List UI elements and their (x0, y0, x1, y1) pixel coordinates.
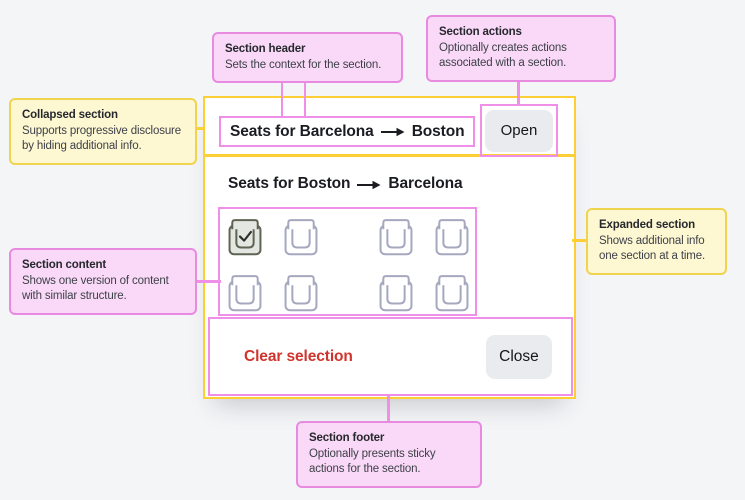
seat[interactable] (281, 273, 321, 313)
callout-title: Section header (225, 43, 306, 55)
clear-selection-button[interactable]: Clear selection (244, 347, 353, 365)
callout-title: Expanded section (599, 219, 696, 231)
callout-body: Optionally presents sticky actions for t… (309, 447, 436, 476)
seat-icon (435, 275, 469, 312)
connector-section-actions (517, 77, 520, 105)
connector-section-footer (387, 393, 390, 422)
seat[interactable] (432, 273, 472, 313)
callout-title: Section footer (309, 432, 385, 444)
section-content-outline (218, 207, 477, 316)
section-header-outline: Seats for Barcelona Boston (219, 116, 476, 147)
seat-row (225, 273, 475, 313)
callout-section-actions: Section actions Optionally creates actio… (426, 15, 616, 82)
check-icon (238, 230, 252, 242)
seat-icon (379, 219, 413, 256)
section-divider-line (203, 154, 576, 157)
callout-section-footer: Section footer Optionally presents stick… (296, 421, 482, 488)
callout-body: Supports progressive disclosure by hidin… (22, 124, 181, 153)
connector-collapsed-section (195, 127, 205, 130)
seat-icon (435, 219, 469, 256)
aisle-spacer (337, 273, 376, 313)
seat[interactable] (376, 217, 416, 257)
callout-body: Optionally creates actions associated wi… (439, 41, 567, 70)
callout-title: Collapsed section (22, 109, 118, 121)
callout-body: Shows additional info one section at a t… (599, 234, 706, 263)
seat-icon (284, 219, 318, 256)
seat[interactable] (432, 217, 472, 257)
close-button[interactable]: Close (486, 334, 552, 379)
seat-icon (228, 219, 262, 256)
collapsed-section-title: Seats for Barcelona Boston (230, 122, 465, 141)
callout-body: Shows one version of content with simila… (22, 274, 169, 303)
expanded-section-title: Seats for Boston Barcelona (228, 175, 463, 193)
seat[interactable] (376, 273, 416, 313)
callout-title: Section content (22, 259, 107, 271)
seat-icon (284, 275, 318, 312)
connector-expanded-section (572, 239, 587, 242)
route-destination: Barcelona (388, 175, 463, 192)
seat-icon (379, 275, 413, 312)
callout-collapsed-section: Collapsed section Supports progressive d… (9, 98, 197, 165)
seat-icon (228, 275, 262, 312)
section-actions-outline: Open (480, 104, 558, 157)
section-footer-outline: Clear selection Close (208, 317, 573, 396)
seat-selected[interactable] (225, 217, 265, 257)
route-origin: Seats for Barcelona (230, 122, 374, 140)
callout-body: Sets the context for the section. (225, 58, 382, 71)
callout-expanded-section: Expanded section Shows additional info o… (586, 208, 727, 275)
long-arrow-right-icon (357, 180, 381, 189)
long-arrow-right-icon (380, 127, 405, 137)
connector-section-content (195, 280, 221, 283)
seat-row (225, 217, 475, 257)
seat[interactable] (225, 273, 265, 313)
callout-title: Section actions (439, 26, 522, 38)
route-destination: Boston (411, 122, 465, 140)
connector-section-header (281, 76, 306, 117)
callout-section-header: Section header Sets the context for the … (212, 32, 403, 84)
open-button[interactable]: Open (485, 109, 553, 152)
aisle-spacer (337, 217, 376, 257)
route-origin: Seats for Boston (228, 175, 351, 192)
seat[interactable] (281, 217, 321, 257)
seat-grid (225, 217, 475, 313)
callout-section-content: Section content Shows one version of con… (9, 248, 197, 315)
